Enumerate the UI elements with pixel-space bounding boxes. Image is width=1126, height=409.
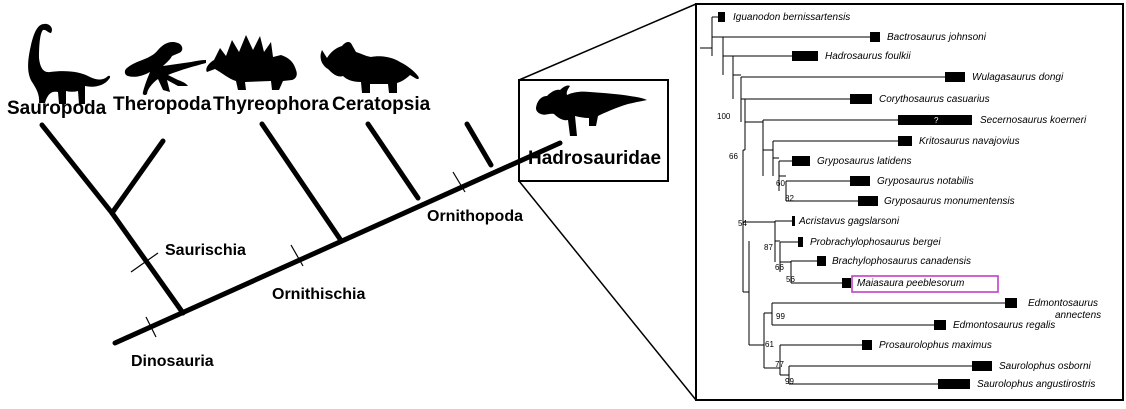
zoom-connector-top [519,4,696,80]
zoom-connector-bottom [519,181,696,400]
hadrosaur-branch [467,124,491,165]
saurischia-branch [112,213,183,313]
range-bar [945,72,965,82]
ornithopoda-label: Ornithopoda [427,208,523,225]
support-value: 100 [717,112,731,121]
theropod-silhouette-icon [125,42,206,95]
ceratopsian-silhouette-icon [321,42,419,93]
taxon-label: Saurolophus osborni [999,361,1092,372]
support-value: 82 [785,194,794,203]
taxon-label: Hadrosaurus foulkii [825,51,911,62]
taxon-label: Acristavus gagslarsoni [798,216,900,227]
taxon-label: Corythosaurus casuarius [879,94,990,105]
taxon-label: Edmontosaurus regalis [953,320,1055,331]
sauropod-silhouette-icon [28,24,110,104]
range-bar [870,32,880,42]
thyreophora-label: Thyreophora [213,94,330,115]
range-bar [817,256,826,266]
range-bar [898,136,912,146]
taxon-label: Maiasaura peeblesorum [857,278,964,289]
taxon-label: annectens [1055,310,1101,321]
support-value: 66 [775,263,784,272]
taxon-label: Iguanodon bernissartensis [733,12,850,23]
ceratopsia-branch [368,124,418,198]
support-value: 87 [764,243,773,252]
range-bar [858,196,878,206]
uncertain-range-marker: ? [934,116,939,125]
hadrosauridae-label: Hadrosauridae [528,148,661,169]
taxon-label: Saurolophus angustirostris [977,379,1095,390]
thyreophora-branch [262,124,340,239]
theropoda-label: Theropoda [113,94,212,115]
range-bar [718,12,725,22]
theropoda-branch [112,141,163,213]
taxon-label: Prosaurolophus maximus [879,340,992,351]
range-bar [792,156,810,166]
range-bar [934,320,946,330]
dinosauria-label: Dinosauria [131,353,214,370]
support-value: 77 [775,360,784,369]
support-value: 61 [765,340,774,349]
sauropoda-branch [42,125,112,213]
range-bar [850,176,870,186]
taxon-label: Gryposaurus notabilis [877,176,974,187]
dinosaur-tree: Sauropoda Theropoda Thyreophora Ceratops… [7,4,696,400]
range-bar [862,340,872,350]
range-bar [1005,298,1017,308]
taxon-label: Secernosaurus koerneri [980,115,1087,126]
range-bar [972,361,992,371]
range-bar [842,278,851,288]
taxon-label: Gryposaurus latidens [817,156,912,167]
taxon-label: Probrachylophosaurus bergei [810,237,941,248]
taxon-label: Wulagasaurus dongi [972,72,1064,83]
support-value: 99 [785,377,794,386]
taxon-label: Kritosaurus navajovius [919,136,1020,147]
range-bar [850,94,872,104]
taxon-label: Brachylophosaurus canadensis [832,256,971,267]
support-value: 54 [738,219,747,228]
range-bar [938,379,970,389]
taxon-label: Bactrosaurus johnsoni [887,32,987,43]
ornithischia-label: Ornithischia [272,286,365,303]
range-bar [792,51,818,61]
taxon-label: Edmontosaurus [1028,298,1098,309]
stegosaur-silhouette-icon [206,35,297,90]
support-value: 56 [786,275,795,284]
taxon-label: Gryposaurus monumentensis [884,196,1015,207]
support-value: 99 [776,312,785,321]
saurischia-label: Saurischia [165,242,246,259]
support-value: 66 [729,152,738,161]
sauropoda-label: Sauropoda [7,98,107,119]
range-bar [798,237,803,247]
support-value: 60 [776,179,785,188]
range-bar [792,216,795,226]
ceratopsia-label: Ceratopsia [332,94,431,115]
hadrosaur-silhouette-icon [536,85,647,136]
